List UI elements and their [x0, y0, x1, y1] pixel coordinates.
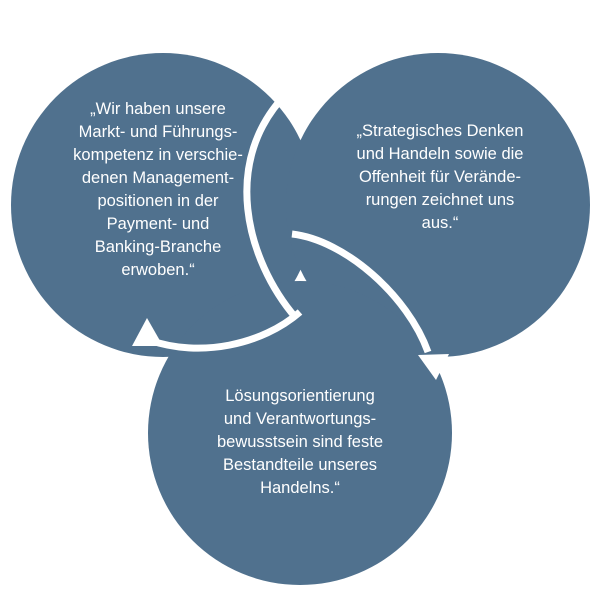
arrowheads: [132, 76, 449, 380]
arrowhead-icon: [305, 76, 330, 106]
circle-left: [11, 53, 315, 357]
statement-left: „Wir haben unsere Markt- und Führungs- k…: [73, 100, 243, 279]
arrowhead-icon: [132, 318, 163, 346]
arrow-bottom-to-left: [147, 309, 303, 352]
circle-bottom: [148, 281, 452, 585]
arrow-right-to-bottom: [291, 230, 432, 354]
statement-right: „Strategisches Denken und Handeln sowie …: [356, 122, 524, 232]
arrow-left-to-right: [243, 89, 299, 321]
circle-right: [286, 53, 590, 357]
statement-bottom: Lösungsorientierung und Verantwortungs- …: [216, 387, 383, 497]
arrowhead-icon: [418, 354, 449, 380]
cycle-arrows: [147, 89, 432, 354]
circles: [11, 53, 590, 585]
